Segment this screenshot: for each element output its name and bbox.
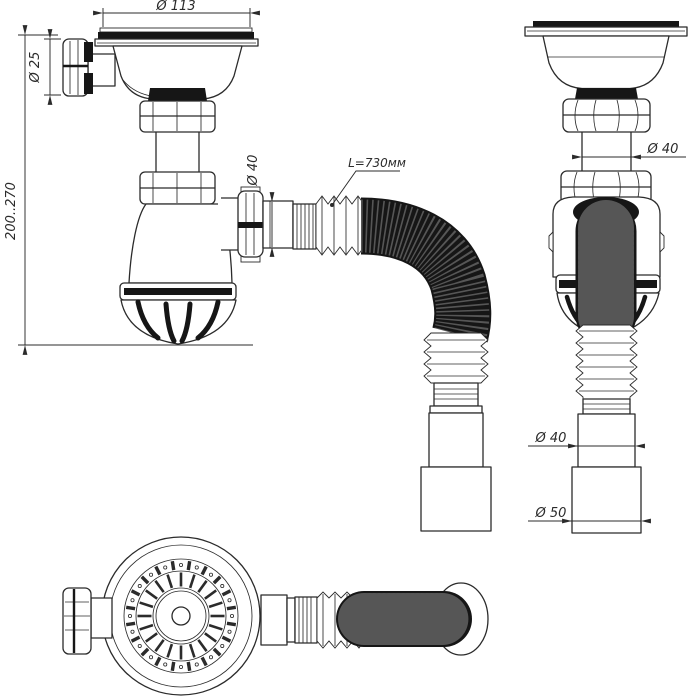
top-view [62,536,489,696]
overflow-connector-top [62,587,113,655]
outlet-pipe [262,200,294,249]
dimension-adapter-40: Ø 40 [528,431,645,449]
tailpipe-front [581,132,632,171]
flange [94,27,259,47]
dimension-outlet-diameter-front: Ø 40 [572,142,686,160]
strainer-slots [125,560,237,672]
hose-top [336,582,489,656]
drain-bowl-front [542,35,670,90]
front-view: Ø 40 Ø 40 Ø 50 [524,21,688,534]
corrugated-hose [360,197,492,343]
outlet-nut [237,186,264,263]
coupling-nut-lower [139,171,216,205]
siphon-body [128,203,233,284]
siphon-bell [119,282,237,345]
leader-hose-length: L=730мм [330,156,406,207]
dimension-flange-diameter: Ø 113 [93,0,260,27]
coupling-nut-upper-front [562,98,651,133]
bowl-thread-ring [148,88,207,101]
strainer-circles [101,536,261,696]
dim-adapter-50-label: Ø 50 [535,506,567,521]
hose-adapter [420,332,492,532]
dim-height-range-label: 200..270 [4,182,19,240]
dimension-height-range: 200..270 [4,25,253,355]
side-view: Ø 113 Ø 25 200..270 Ø 40 L=730мм [4,0,492,532]
dimension-adapter-50: Ø 50 [528,506,651,524]
dimension-overflow-diameter: Ø 25 [28,29,61,105]
flange-front [524,21,688,37]
bowl-thread-ring-front [575,88,638,99]
coupling-nut-upper [139,100,216,133]
dim-adapter-40-label: Ø 40 [535,431,567,446]
dimension-outlet-diameter: Ø 40 [246,155,275,257]
hose-length-label: L=730мм [348,156,406,170]
hose-adapter-front [571,324,642,534]
coupling-nut-lower-front [560,170,652,205]
dim-outlet-diameter-label: Ø 40 [246,155,261,187]
dim-overflow-diameter-label: Ø 25 [28,52,43,84]
hose-cuff-ribbed [292,203,317,250]
tailpipe [155,132,200,172]
overflow-connector-nut [62,38,116,97]
dim-outlet-diameter-front-label: Ø 40 [647,142,679,157]
dim-flange-diameter-label: Ø 113 [155,0,195,14]
hose-pleats [315,195,365,256]
